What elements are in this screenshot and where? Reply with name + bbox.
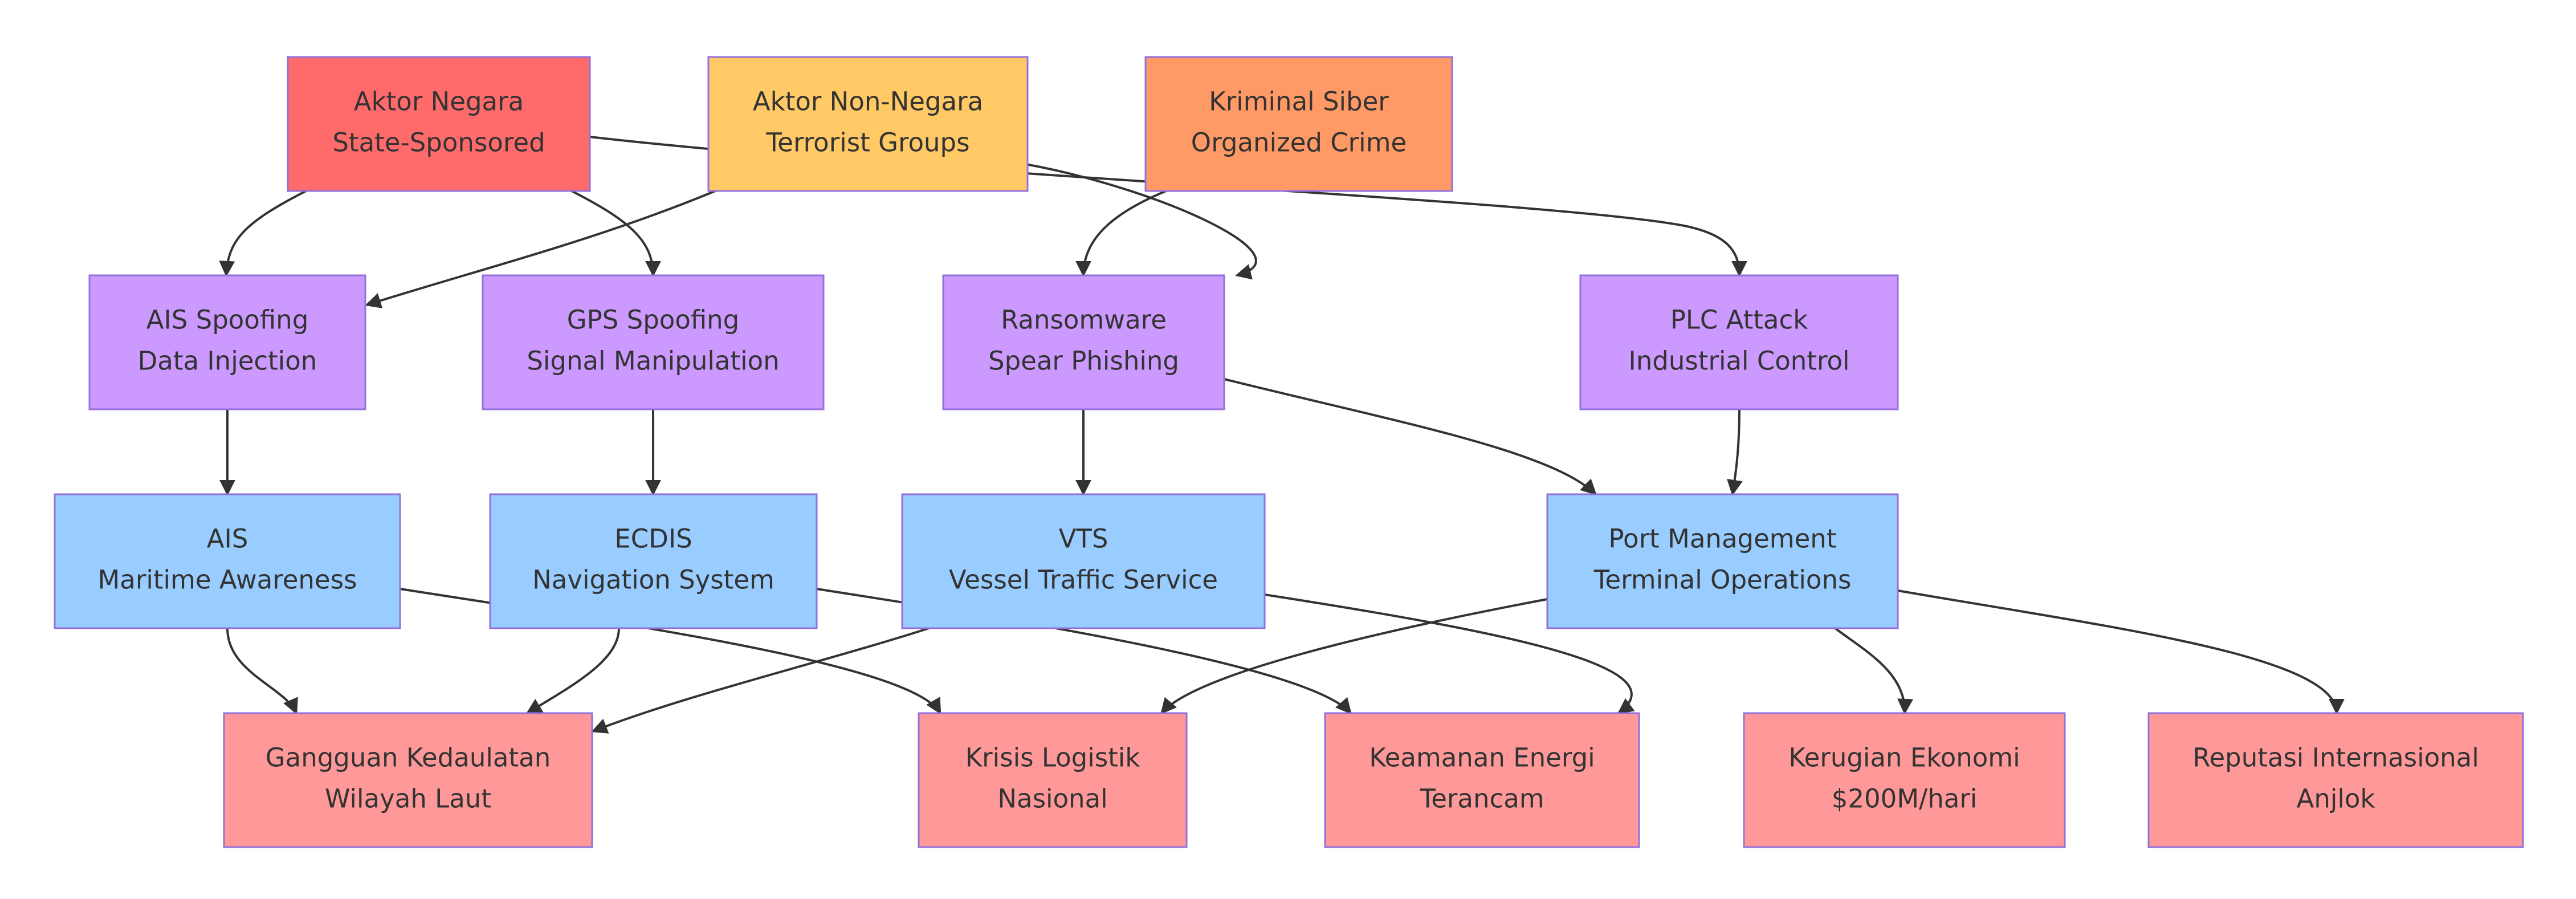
node-subtitle: Terancam [1419, 784, 1544, 814]
node-title: AIS [207, 524, 248, 554]
node-title: Reputasi Internasional [2192, 743, 2479, 773]
node-box [918, 712, 1188, 848]
node-title: VTS [1059, 524, 1108, 554]
node-box [88, 274, 366, 410]
node-subtitle: Terminal Operations [1593, 565, 1852, 595]
node-subtitle: Industrial Control [1628, 346, 1849, 376]
node-title: Ransomware [1001, 305, 1167, 335]
node-subtitle: $200M/hari [1832, 784, 1978, 814]
node-box [1324, 712, 1640, 848]
node-box [1546, 493, 1899, 629]
edge-vts-to-sov [591, 627, 930, 734]
edge-port-to-econ [1834, 627, 1914, 715]
node-box [54, 493, 401, 629]
node-title: ECDIS [614, 524, 692, 554]
node-vts: VTS Vessel Traffic Service [901, 493, 1266, 629]
node-box [942, 274, 1225, 410]
node-subtitle: Data Injection [138, 346, 317, 376]
node-title: Port Management [1609, 524, 1837, 554]
node-subtitle: Spear Phishing [988, 346, 1179, 376]
node-box [1579, 274, 1899, 410]
node-box [901, 493, 1266, 629]
node-ecdis: ECDIS Navigation System [489, 493, 818, 629]
edge-port-to-rep [1897, 589, 2345, 715]
node-title: Keamanan Energi [1369, 743, 1595, 773]
node-title: Aktor Non-Negara [753, 87, 983, 117]
edge-port-to-logis [1160, 598, 1548, 715]
edge-nonstate-to-ransom [1025, 163, 1257, 280]
edge-ais-to-sov [226, 628, 298, 715]
edge-ransom-to-port [1224, 378, 1597, 495]
node-box [1743, 712, 2066, 848]
edge-crime-to-ransom [1075, 190, 1167, 277]
edge-plc-to-port [1727, 409, 1743, 496]
node-subtitle: Navigation System [532, 565, 775, 595]
node-econ: Kerugian Ekonomi $200M/hari [1743, 712, 2066, 848]
node-box [2147, 712, 2524, 848]
edge-ecdis-to-sov [525, 628, 620, 714]
node-title: Gangguan Kedaulatan [266, 743, 551, 773]
node-title: Aktor Negara [354, 87, 524, 117]
edge-state-to-ais_spoof [219, 190, 307, 277]
node-box [1144, 56, 1453, 192]
node-ais: AIS Maritime Awareness [54, 493, 401, 629]
node-subtitle: State-Sponsored [332, 128, 545, 158]
node-box [223, 712, 593, 848]
edge-vts-to-energy [1264, 593, 1635, 714]
node-title: Kerugian Ekonomi [1788, 743, 2020, 773]
node-box [482, 274, 825, 410]
node-subtitle: Terrorist Groups [765, 128, 969, 158]
node-title: GPS Spoofing [567, 305, 740, 335]
edge-state-to-gps_spoof [571, 190, 661, 277]
node-subtitle: Signal Manipulation [527, 346, 779, 376]
node-title: PLC Attack [1670, 305, 1808, 335]
node-subtitle: Wilayah Laut [325, 784, 491, 814]
node-title: AIS Spoofing [146, 305, 309, 335]
edges-layer [219, 136, 2345, 734]
node-subtitle: Maritime Awareness [97, 565, 357, 595]
node-box [707, 56, 1029, 192]
edge-nonstate-to-ais_spoof [365, 190, 716, 308]
node-box [489, 493, 818, 629]
node-title: Kriminal Siber [1209, 87, 1389, 117]
node-title: Krisis Logistik [965, 743, 1140, 773]
node-subtitle: Nasional [997, 784, 1107, 814]
node-subtitle: Vessel Traffic Service [949, 565, 1218, 595]
node-subtitle: Organized Crime [1191, 128, 1407, 158]
node-box [287, 56, 591, 192]
node-subtitle: Anjlok [2297, 784, 2375, 814]
